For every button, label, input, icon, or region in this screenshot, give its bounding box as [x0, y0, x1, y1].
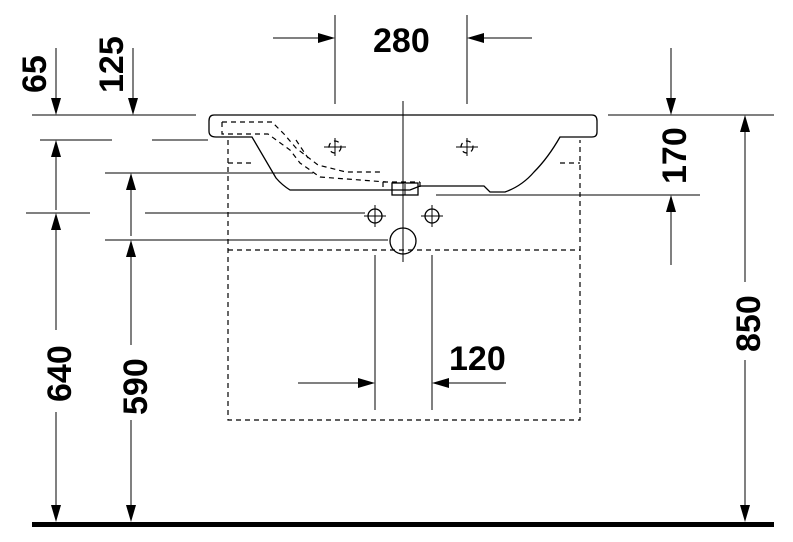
dimension-280: 280	[273, 15, 532, 104]
dimension-280-label: 280	[373, 22, 430, 60]
dimension-125-label: 125	[93, 36, 131, 93]
dimension-65-label: 65	[16, 55, 54, 93]
dimension-590: 590	[117, 173, 155, 522]
water-connection-left	[364, 205, 386, 227]
vanity-cabinet-dashed	[227, 140, 581, 421]
dimension-65-125: 65 125	[16, 36, 208, 141]
dimension-850: 850	[730, 115, 768, 522]
tap-hole-left	[324, 138, 346, 156]
dimension-590-label: 590	[117, 358, 155, 415]
dimension-170: 170	[436, 48, 774, 265]
drain-fitting	[391, 182, 419, 196]
water-connection-right	[421, 205, 443, 227]
washbasin-outline	[208, 114, 598, 193]
dimension-170-label: 170	[656, 127, 694, 184]
dimension-120-label: 120	[449, 340, 506, 378]
tap-hole-right	[456, 138, 478, 156]
basin-hidden-lines	[221, 121, 421, 190]
dimension-640: 640	[41, 140, 79, 522]
floor-line	[32, 522, 774, 527]
dimension-640-label: 640	[41, 345, 79, 402]
dimension-850-label: 850	[730, 295, 768, 352]
dimension-120: 120	[298, 340, 506, 388]
waste-connection	[389, 227, 417, 255]
